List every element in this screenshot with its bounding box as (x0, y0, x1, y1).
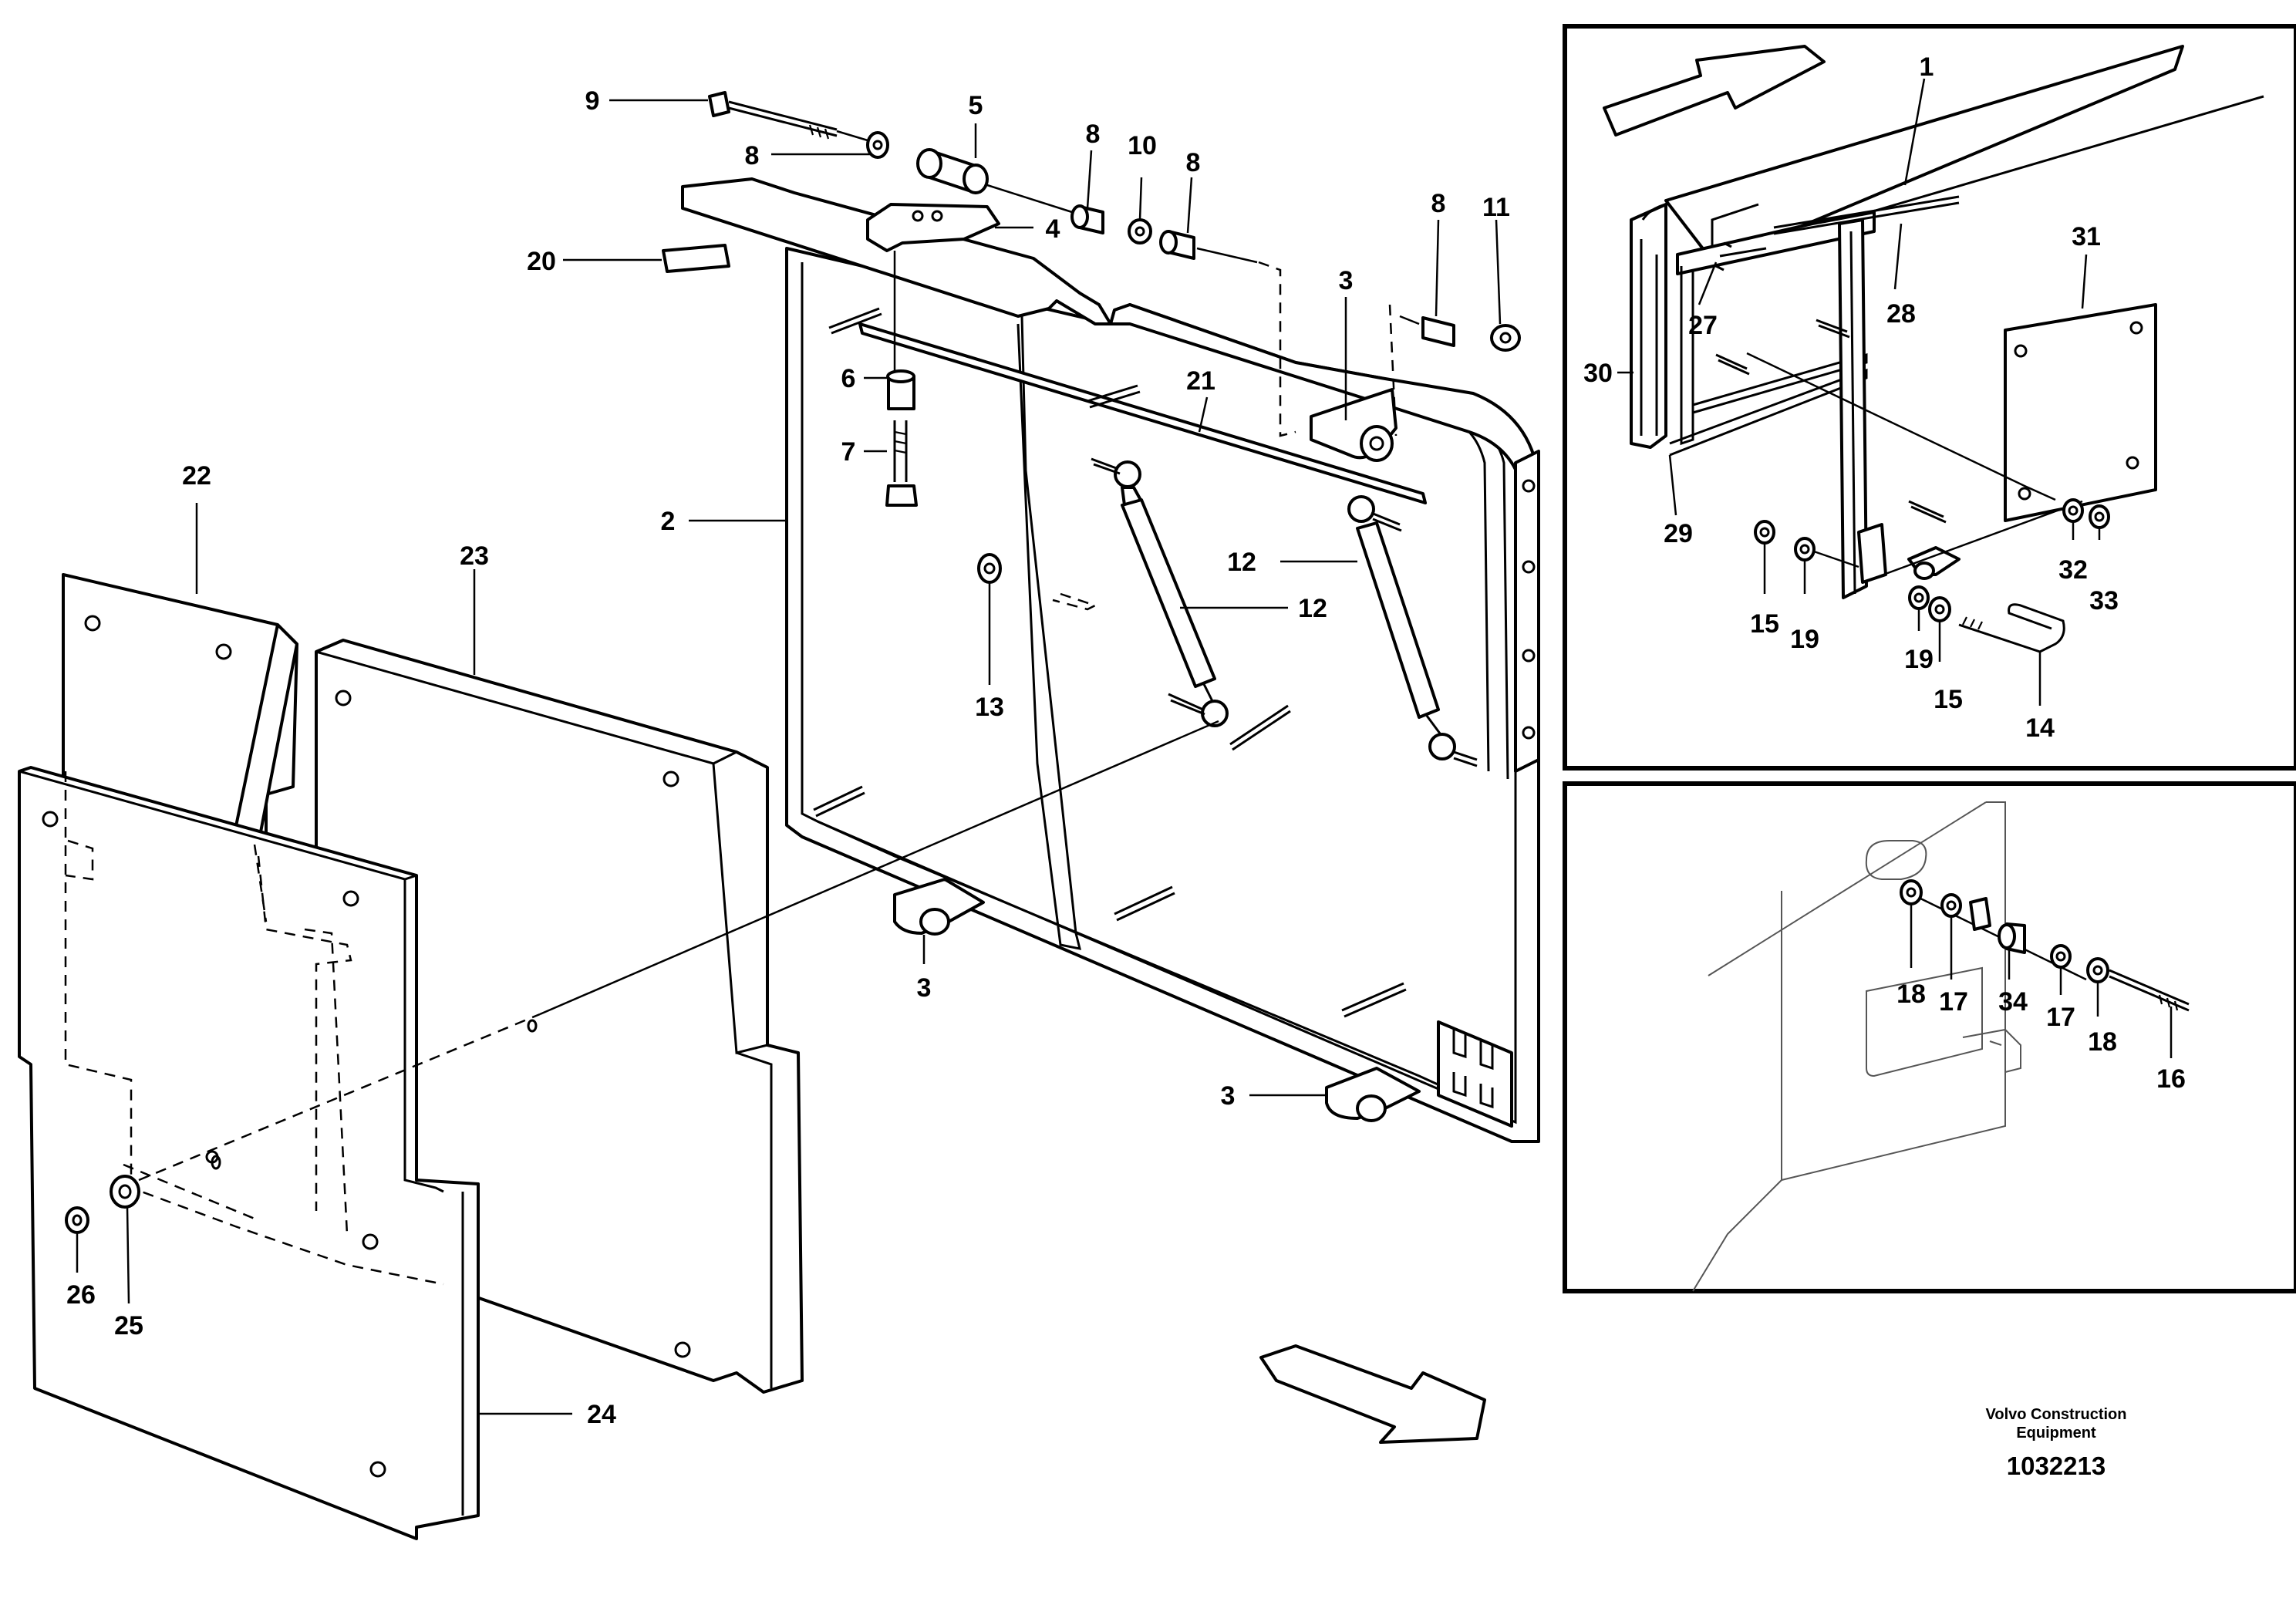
gas-strut-left (1091, 457, 1229, 727)
company-name-line2: Equipment (2016, 1425, 2096, 1442)
callout-32: 32 (2058, 555, 2088, 585)
hinge-top (1310, 388, 1397, 462)
studs (813, 307, 1407, 1018)
panel-22 (62, 573, 298, 865)
inset-top (1603, 45, 2264, 653)
callout-3-bottom-right: 3 (1221, 1081, 1236, 1111)
washer-8-top (866, 131, 889, 159)
callout-31: 31 (2072, 222, 2101, 251)
callout-7: 7 (841, 437, 856, 467)
callout-11: 11 (1482, 193, 1510, 222)
callout-12-top: 12 (1227, 548, 1256, 577)
callout-20: 20 (527, 247, 556, 276)
rod (858, 322, 1427, 504)
callout-5: 5 (969, 91, 983, 120)
callout-21: 21 (1186, 366, 1215, 396)
assembly-lines (836, 130, 1420, 611)
callout-30: 30 (1583, 359, 1613, 388)
callout-18-left: 18 (1896, 980, 1926, 1009)
callout-25: 25 (114, 1311, 143, 1340)
bolt-axis-line (138, 720, 1219, 1182)
direction-arrow-main (1259, 1344, 1486, 1444)
callout-22: 22 (182, 461, 211, 491)
footer-block: Volvo Construction Equipment 1032213 (1986, 1406, 2127, 1480)
screw-9 (708, 91, 838, 140)
callout-13: 13 (975, 693, 1004, 722)
callout-8-mid: 8 (1086, 120, 1101, 149)
callout-27: 27 (1688, 311, 1718, 340)
direction-arrow-inset (1603, 45, 1826, 137)
callout-8-left: 8 (745, 141, 760, 170)
callout-4: 4 (1046, 214, 1060, 244)
spacer-chain-top (1070, 204, 1195, 260)
inset-top-frame (1563, 24, 2296, 771)
callout-17-left: 17 (1939, 987, 1968, 1017)
washer-13 (977, 553, 1002, 584)
top-rail (681, 177, 1540, 503)
nut-26 (65, 1206, 89, 1234)
bushing-5 (916, 148, 989, 194)
callout-34: 34 (1998, 987, 2028, 1017)
callout-23: 23 (460, 541, 489, 571)
callout-6: 6 (841, 364, 856, 393)
panel-24 (18, 766, 480, 1540)
bracket-4 (866, 203, 1000, 252)
hinge-bottom-right (1325, 1067, 1421, 1122)
side-post (1514, 450, 1540, 773)
callout-3-top: 3 (1339, 266, 1354, 295)
channel-20 (662, 244, 730, 273)
callout-8-right: 8 (1186, 148, 1201, 177)
callout-1: 1 (1920, 52, 1934, 82)
callout-33: 33 (2089, 586, 2119, 615)
callout-14: 14 (2025, 713, 2055, 743)
callout-9: 9 (585, 86, 600, 116)
screw-7 (885, 420, 918, 507)
spacer-6 (886, 369, 915, 410)
callout-28: 28 (1886, 299, 1916, 329)
callout-10: 10 (1128, 131, 1157, 160)
drawing-number: 1032213 (2007, 1452, 2106, 1480)
callout-19-left: 19 (1790, 625, 1819, 654)
inset-bottom-frame (1563, 781, 2296, 1293)
callout-8-far-right: 8 (1431, 189, 1446, 218)
callout-15-left: 15 (1750, 609, 1779, 639)
inset-bottom (1692, 801, 2190, 1292)
company-name-line1: Volvo Construction (1986, 1406, 2127, 1423)
nut-11 (1421, 316, 1521, 352)
callout-26: 26 (66, 1280, 96, 1310)
callout-15-right: 15 (1934, 685, 1963, 714)
callout-3-bottom-left: 3 (917, 973, 932, 1003)
callout-24: 24 (587, 1400, 616, 1429)
gas-strut-right (1347, 495, 1478, 767)
callout-2: 2 (661, 507, 676, 536)
hinge-bottom-left (893, 878, 985, 936)
callout-18-right: 18 (2088, 1027, 2117, 1057)
callout-16: 16 (2156, 1064, 2186, 1094)
callout-19-right: 19 (1904, 645, 1934, 674)
callout-12-bottom: 12 (1298, 594, 1327, 623)
callout-leaders (76, 78, 2173, 1415)
callout-17-right: 17 (2046, 1003, 2075, 1032)
callout-labels: 1 2 3 3 3 4 5 6 7 8 8 8 8 9 10 11 12 12 … (66, 52, 2186, 1429)
bottom-bracket (1437, 1020, 1513, 1128)
washer-25 (110, 1175, 140, 1209)
callout-29: 29 (1664, 519, 1693, 548)
